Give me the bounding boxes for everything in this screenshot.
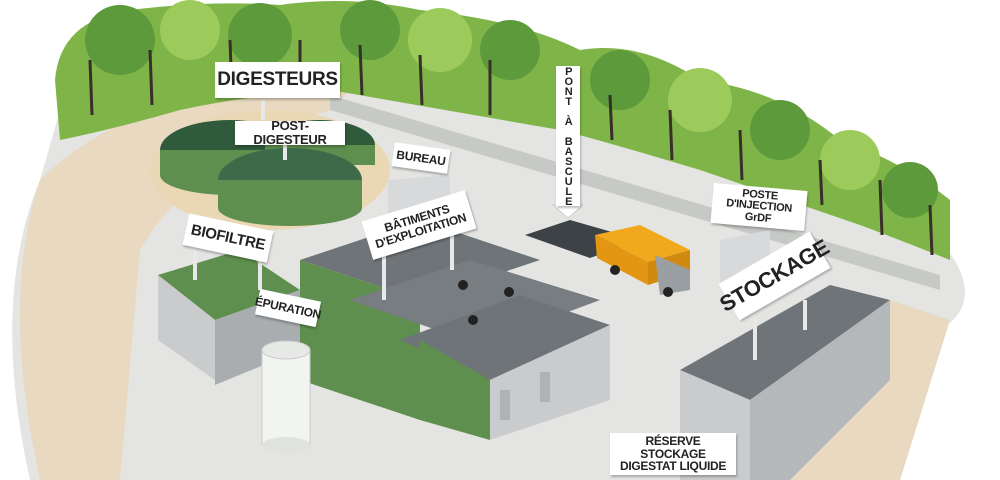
label-post-digesteur: POST-DIGESTEUR: [235, 119, 345, 146]
label-reserve-digestat: RÉSERVE STOCKAGE DIGESTAT LIQUIDE: [610, 433, 736, 475]
fence: [330, 95, 940, 290]
truck: [595, 225, 690, 297]
purification-tower: [261, 340, 311, 453]
sign-poles: [193, 100, 807, 360]
label-digesteurs: DIGESTEURS: [215, 62, 340, 98]
label-poste-injection: POSTE D'INJECTION GrDF: [710, 182, 808, 232]
label-pont-a-bascule: PONT À BASCULE: [556, 66, 580, 206]
main-building: [300, 220, 610, 440]
dirt-path: [20, 60, 380, 480]
